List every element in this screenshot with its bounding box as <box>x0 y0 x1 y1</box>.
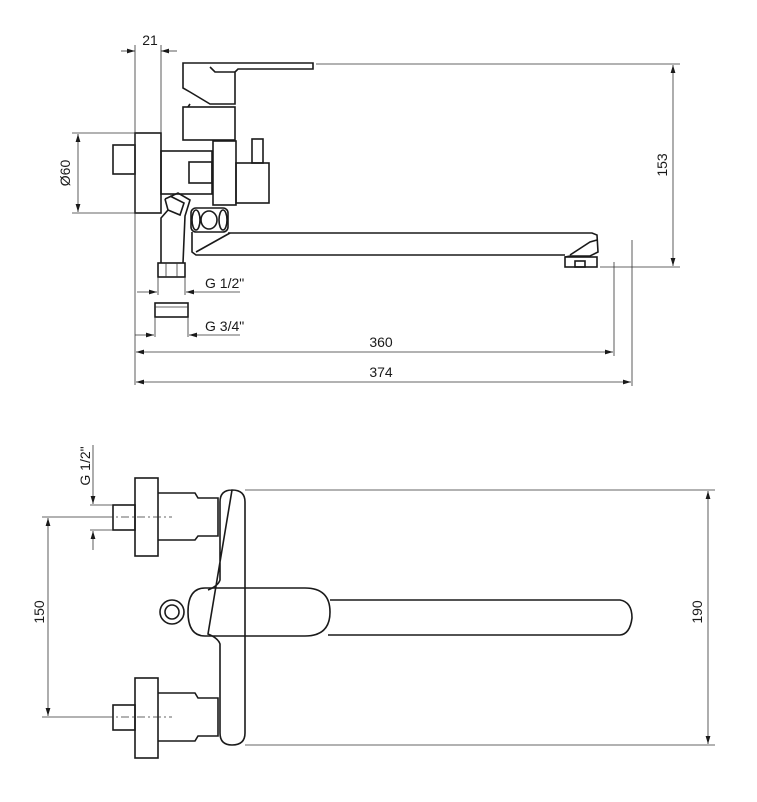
dimension-lines-top <box>42 445 715 746</box>
dimension-lines-side <box>72 45 680 386</box>
dim-overall-length-label: 374 <box>369 364 393 380</box>
faucet-top-outline <box>105 477 633 759</box>
dim-inlet-spacing-label: 150 <box>31 600 47 624</box>
dim-spout-reach-label: 360 <box>369 334 393 350</box>
dim-top-inlet-thread-label: G 1/2" <box>77 446 93 485</box>
dim-height-label: 153 <box>654 153 670 177</box>
dim-overall-width-label: 190 <box>689 600 705 624</box>
dim-plate-diameter-label: Ø60 <box>57 160 73 187</box>
dim-connection-thread-label: G 3/4" <box>205 318 244 334</box>
top-view: G 1/2" 150 190 <box>31 445 715 759</box>
dim-inlet-thread-label: G 1/2" <box>205 275 244 291</box>
dim-plate-depth-label: 21 <box>142 32 158 48</box>
side-view: 21 Ø60 153 G 1/2" G 3/4" 360 374 <box>57 32 680 386</box>
faucet-side-outline <box>112 62 599 337</box>
